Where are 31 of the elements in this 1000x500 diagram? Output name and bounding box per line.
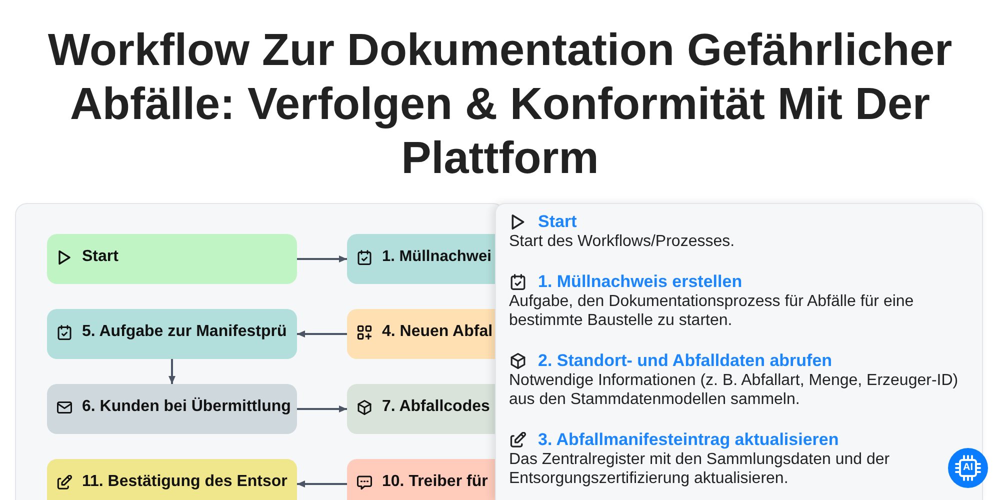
step-description: Das Zentralregister mit den Sammlungsdaten und der Entsorgungszertifizierung aktualisieren. bbox=[509, 450, 891, 488]
process-step-box bbox=[47, 459, 297, 500]
arrow bbox=[297, 480, 347, 488]
description-panel bbox=[495, 203, 983, 500]
step-label: 11. Bestätigung des Entsor bbox=[82, 472, 288, 492]
title: Workflow Zur Dokumentation Gefährlicher Abfälle: Verfolgen & Konformität Mit Der Plattform bbox=[46, 23, 954, 185]
step-label: 6. Kunden bei Übermittlung bbox=[82, 397, 291, 417]
process-step-box bbox=[347, 309, 495, 359]
step-label: 1. Müllnachwei bbox=[382, 247, 492, 267]
step-heading: Start bbox=[538, 212, 577, 232]
step-description: Notwendige Informationen (z. B. Abfallart, Menge, Erzeuger-ID) aus den Stammdatenmodellen sammeln. bbox=[509, 370, 960, 410]
arrow bbox=[297, 406, 347, 412]
step-label: 5. Aufgabe zur Manifestprü bbox=[82, 322, 287, 342]
process-step-box bbox=[347, 384, 495, 434]
process-step-box bbox=[47, 309, 297, 359]
step-heading: 2. Standort- und Abfalldaten abrufen bbox=[538, 350, 832, 370]
step-label: 7. Abfallcodes bbox=[382, 397, 490, 417]
step-description: Start des Workflows/Prozesses. bbox=[509, 232, 736, 252]
process-step-box bbox=[47, 234, 297, 284]
step-label: 10. Treiber für bbox=[382, 472, 488, 492]
arrow bbox=[297, 256, 347, 262]
arrow bbox=[297, 330, 347, 338]
arrow bbox=[168, 359, 176, 384]
step-description: Aufgabe, den Dokumentationsprozess für Abfälle für eine bestimmte Baustelle zu starten. bbox=[509, 292, 915, 330]
step-label: Start bbox=[82, 247, 118, 267]
step-heading: 3. Abfallmanifesteintrag aktualisieren bbox=[538, 430, 839, 450]
process-step-box bbox=[347, 234, 495, 284]
process-step-box bbox=[347, 459, 495, 500]
step-label: 4. Neuen Abfal bbox=[382, 322, 493, 342]
process-step-box bbox=[47, 384, 297, 434]
step-heading: 1. Müllnachweis erstellen bbox=[538, 272, 742, 292]
